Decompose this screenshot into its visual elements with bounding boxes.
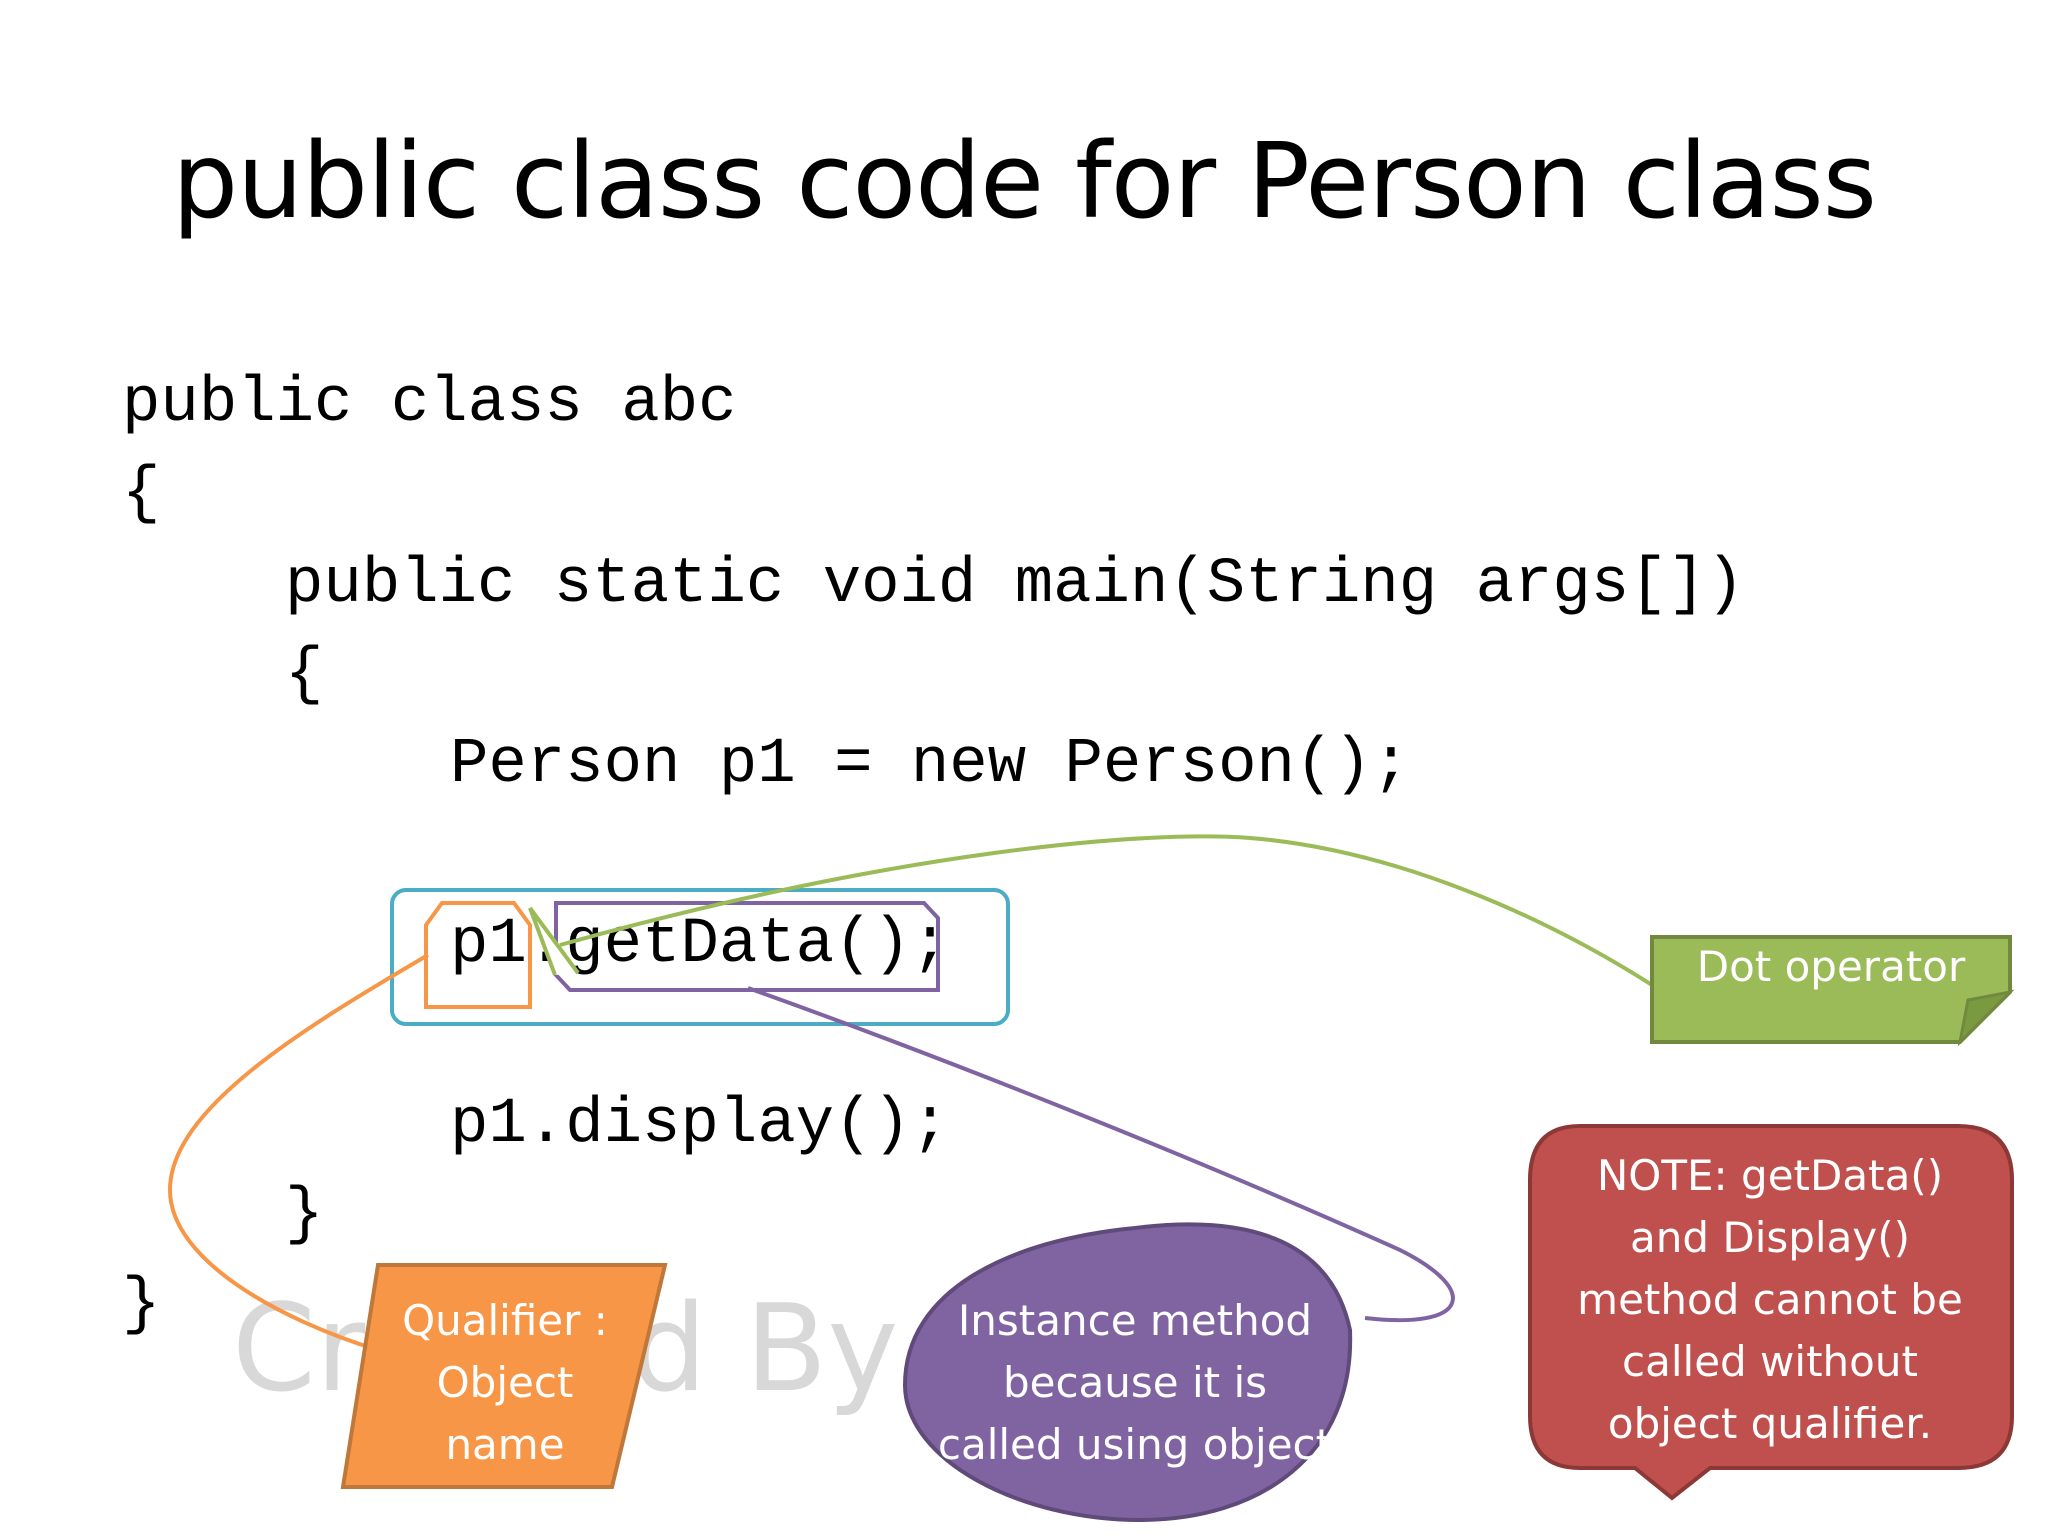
highlight-box (390, 888, 1010, 1026)
code-line-display: p1.display(); (450, 1089, 950, 1161)
method-marker (554, 901, 940, 992)
dot-operator-label: Dot operator (1696, 942, 1966, 991)
instance-method-label: Instance method because it is called usi… (937, 1296, 1333, 1469)
code-line-class: public class abc (122, 368, 737, 440)
qualifier-shape (340, 1263, 668, 1489)
code-line-main-brace: { (285, 639, 324, 711)
slide-title: public class code for Person class (172, 120, 1877, 242)
code-line-class-close: } (122, 1269, 161, 1341)
qualifier-connector (167, 953, 430, 1352)
dot-pointer (528, 906, 580, 976)
instance-method-shape (902, 1222, 1353, 1523)
code-line-new-person: Person p1 = new Person(); (450, 729, 1411, 801)
dot-connector (559, 834, 1654, 987)
code-line-getdata: p1.getData(); (450, 909, 950, 981)
qualifier-marker (424, 901, 532, 1009)
qualifier-label: Qualifier : Object name (402, 1296, 608, 1469)
method-connector (747, 986, 1455, 1323)
code-line-main: public static void main(String args[]) (285, 549, 1745, 621)
code-line-main-close: } (285, 1179, 324, 1251)
note-shape (1528, 1124, 2014, 1501)
note-label: NOTE: getData() and Display() method can… (1577, 1151, 1963, 1448)
code-line-open-brace: { (122, 458, 161, 530)
dot-operator-fold (1957, 989, 2015, 1047)
